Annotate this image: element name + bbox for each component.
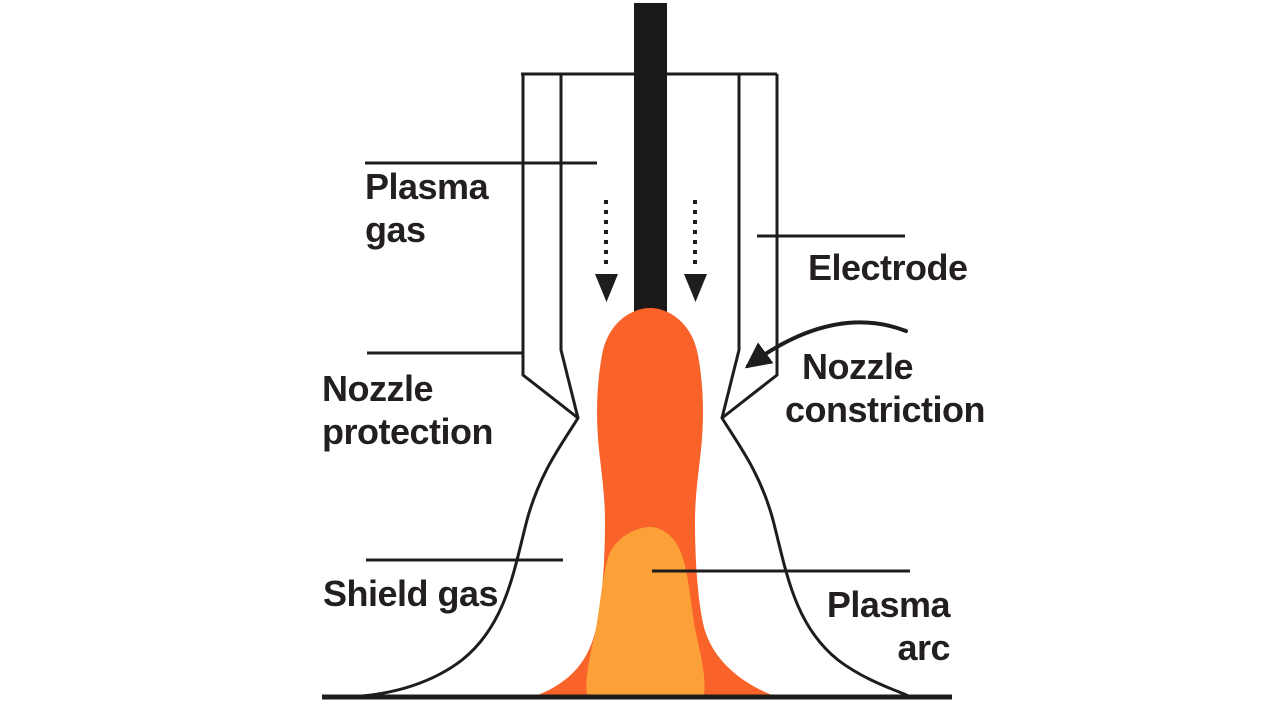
gas-flow-arrow-left xyxy=(595,200,618,302)
outer-wall-left xyxy=(521,74,579,420)
shield-gas-curve-left xyxy=(360,416,580,698)
plasma-gas-text-line2: gas xyxy=(365,209,426,250)
label-plasma-gas: Plasma gas xyxy=(365,165,489,251)
gas-flow-arrowhead-right xyxy=(684,274,707,302)
electrode-rod xyxy=(634,3,667,333)
label-plasma-arc: Plasma arc xyxy=(650,583,951,669)
nozzle-constriction-text-line1: Nozzle xyxy=(802,346,914,387)
plasma-arc-text-line2: arc xyxy=(897,627,950,668)
nozzle-protection-text-line1: Nozzle xyxy=(322,368,434,409)
outer-wall-right xyxy=(721,74,779,420)
label-nozzle-constriction: Nozzle constriction xyxy=(785,345,986,431)
inner-wall-left xyxy=(559,74,580,419)
nozzle-constriction-text-line2: constriction xyxy=(785,389,986,430)
shield-gas-text: Shield gas xyxy=(323,573,499,614)
plasma-arc-inner-flame xyxy=(586,527,705,695)
inner-wall-right xyxy=(720,74,741,419)
plasma-arc-text-line1: Plasma xyxy=(826,584,951,625)
plasma-gas-text-line1: Plasma xyxy=(365,166,489,207)
label-nozzle-protection: Nozzle protection xyxy=(322,367,494,453)
electrode-text: Electrode xyxy=(808,247,968,288)
gas-flow-arrow-right xyxy=(684,200,707,302)
nozzle-constriction-arrow xyxy=(744,320,908,369)
shield-gas-curve-right xyxy=(720,416,910,698)
nozzle-protection-text-line2: protection xyxy=(322,411,494,452)
label-electrode: Electrode xyxy=(808,246,968,289)
plasma-arc-outer-flame xyxy=(538,308,772,695)
label-shield-gas: Shield gas xyxy=(323,572,499,615)
gas-flow-arrowhead-left xyxy=(595,274,618,302)
